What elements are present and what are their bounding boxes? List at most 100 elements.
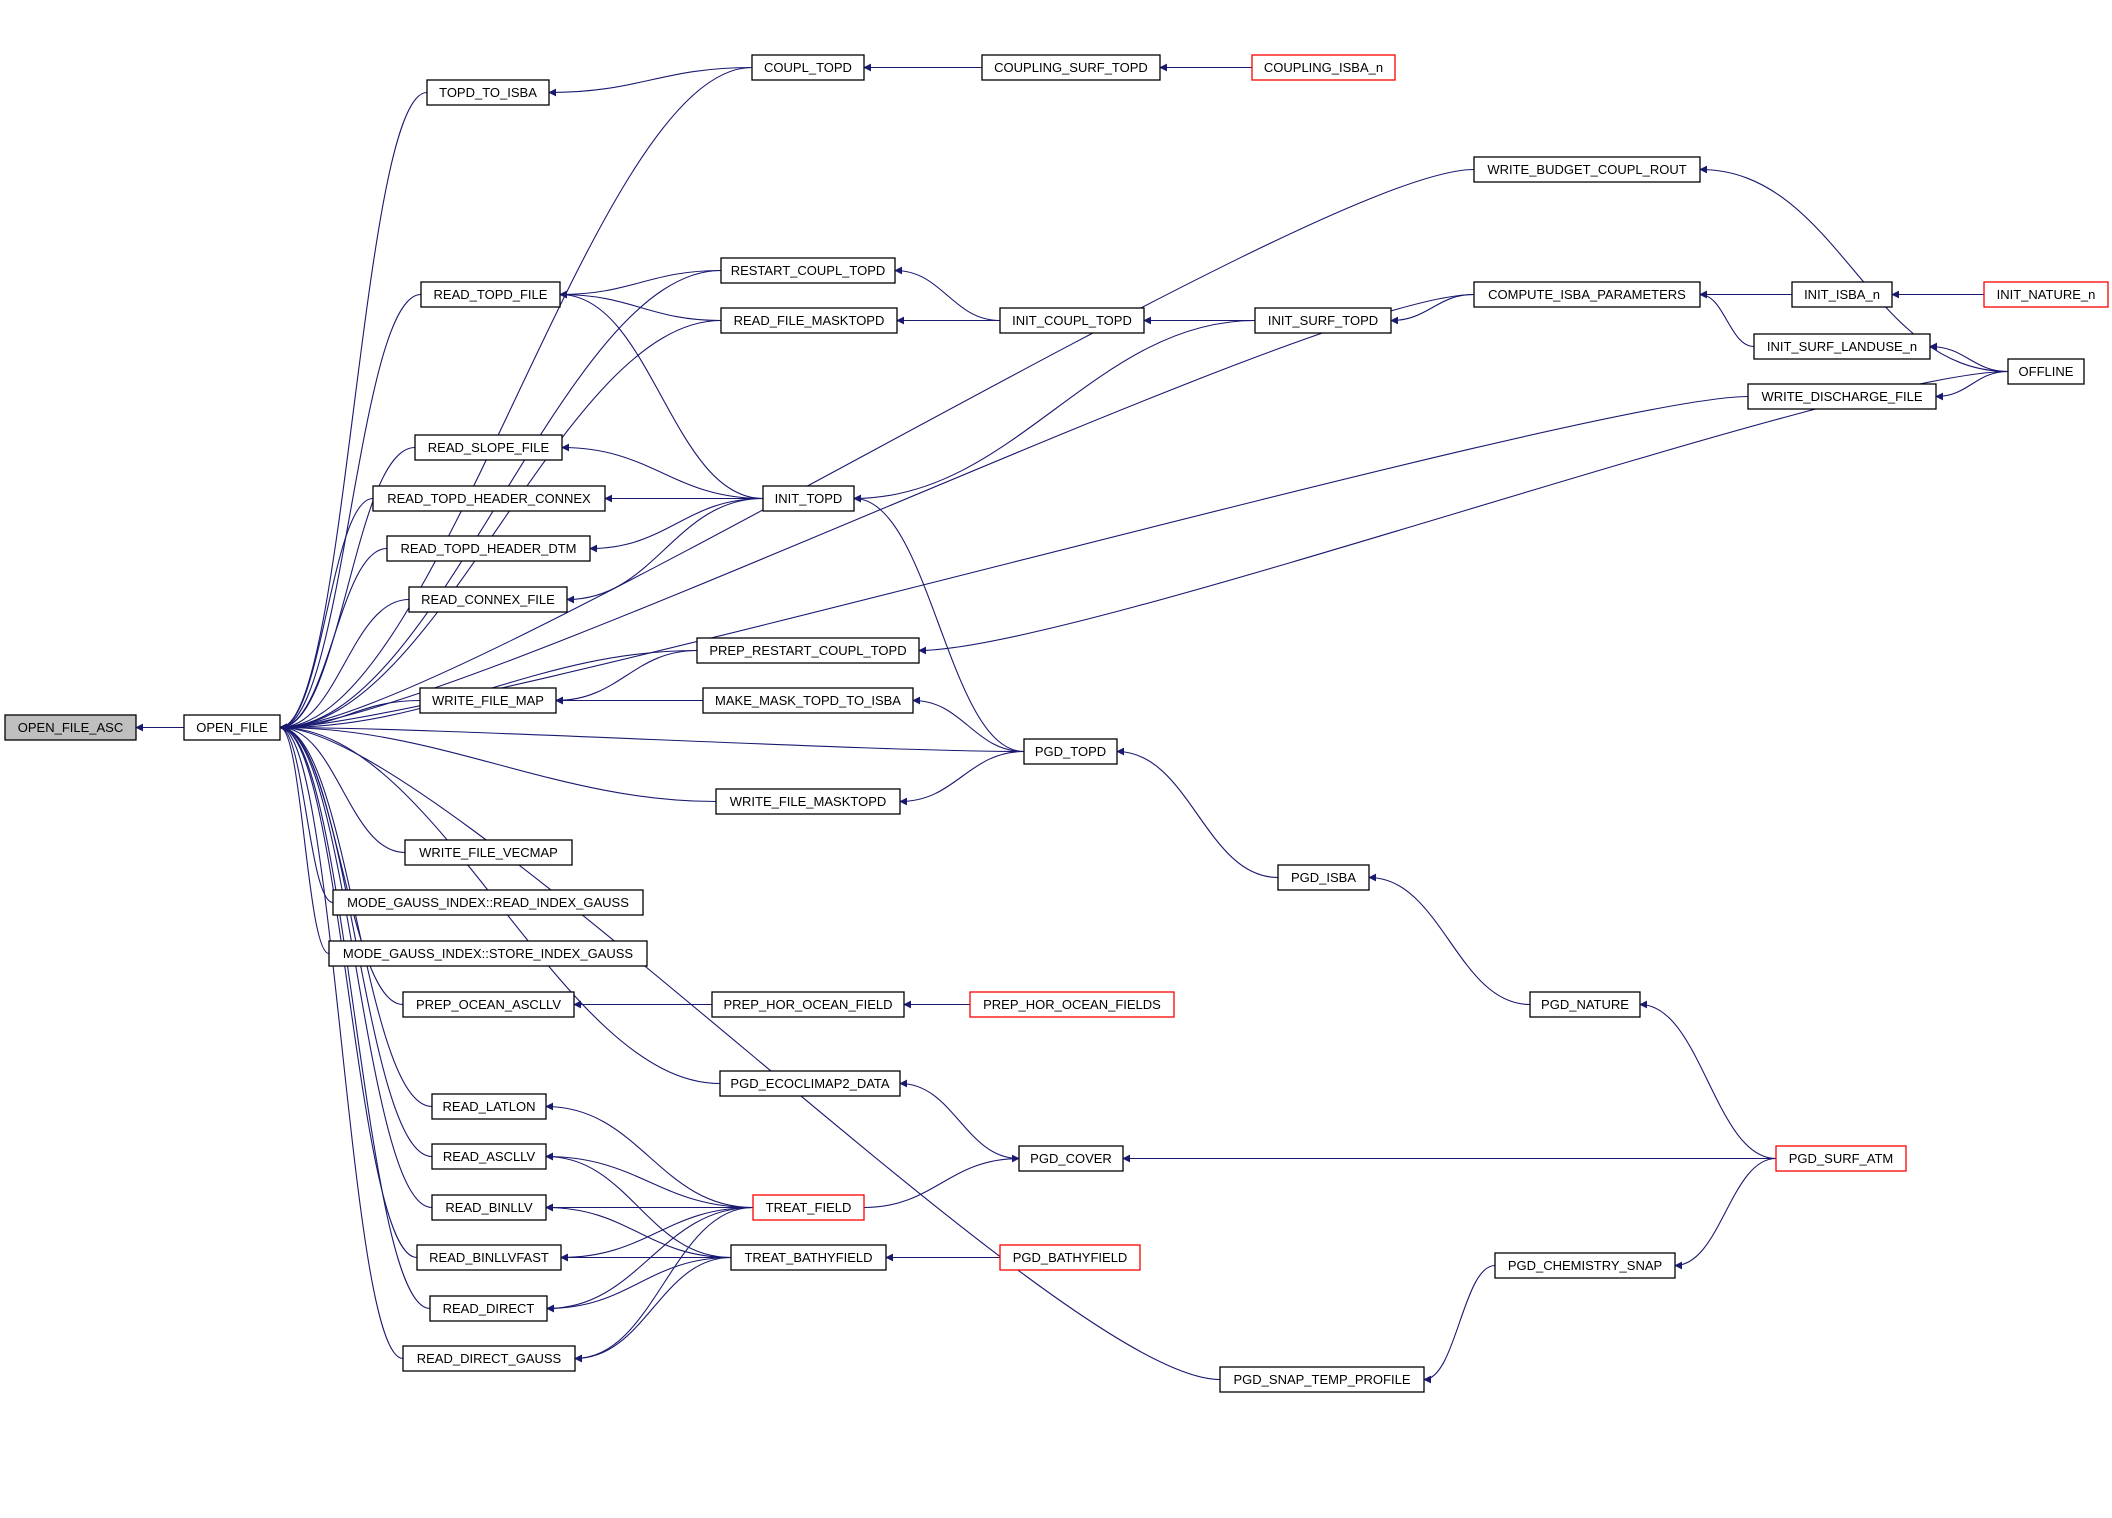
node-prep-hor-ocean-field[interactable]: PREP_HOR_OCEAN_FIELD	[711, 991, 905, 1018]
node-read-index-gauss[interactable]: MODE_GAUSS_INDEX::READ_INDEX_GAUSS	[332, 889, 644, 916]
node-treat-bathyfield[interactable]: TREAT_BATHYFIELD	[730, 1244, 887, 1271]
node-read-direct[interactable]: READ_DIRECT	[429, 1295, 548, 1322]
node-prep-ocean-ascllv[interactable]: PREP_OCEAN_ASCLLV	[402, 991, 575, 1018]
node-open-file-asc[interactable]: OPEN_FILE_ASC	[4, 714, 137, 741]
edge-write-file-masktopd-to-open-file	[279, 723, 717, 803]
node-read-topd-file[interactable]: READ_TOPD_FILE	[420, 281, 561, 308]
node-read-direct-gauss[interactable]: READ_DIRECT_GAUSS	[402, 1345, 576, 1372]
edge-path	[560, 1206, 754, 1262]
edge-init-surf-landuse-n-to-compute-isba-parameters	[1699, 290, 1755, 348]
node-write-file-map[interactable]: WRITE_FILE_MAP	[419, 687, 557, 714]
edge-read-topd-file-to-open-file	[279, 293, 422, 732]
node-label: TREAT_BATHYFIELD	[744, 1250, 872, 1265]
edge-pgd-topd-to-open-file	[279, 723, 1025, 753]
edge-path	[899, 1079, 1020, 1160]
node-box	[1254, 307, 1392, 334]
node-box	[762, 485, 855, 512]
node-prep-restart-coupl-topd[interactable]: PREP_RESTART_COUPL_TOPD	[696, 637, 920, 664]
edge-read-file-masktopd-to-read-topd-file	[559, 290, 722, 322]
node-box	[2007, 358, 2085, 385]
node-read-file-masktopd[interactable]: READ_FILE_MASKTOPD	[720, 307, 898, 334]
node-read-slope-file[interactable]: READ_SLOPE_FILE	[414, 434, 563, 461]
node-coupling-isba-n[interactable]: COUPLING_ISBA_n	[1251, 54, 1396, 81]
node-offline[interactable]: OFFLINE	[2007, 358, 2085, 385]
node-store-index-gauss[interactable]: MODE_GAUSS_INDEX::STORE_INDEX_GAUSS	[328, 940, 648, 967]
node-box	[1251, 54, 1396, 81]
node-make-mask-topd-to-isba[interactable]: MAKE_MASK_TOPD_TO_ISBA	[702, 687, 914, 714]
edge-path	[1699, 165, 2009, 373]
edge-pgd-cover-to-pgd-ecoclimap2-data	[899, 1079, 1020, 1160]
edge-layer	[135, 63, 2009, 1384]
edge-path	[853, 494, 1025, 753]
edge-read-direct-gauss-to-open-file	[279, 723, 404, 1360]
node-write-file-vecmap[interactable]: WRITE_FILE_VECMAP	[404, 839, 573, 866]
node-init-topd[interactable]: INIT_TOPD	[762, 485, 855, 512]
edge-path	[279, 293, 422, 732]
edge-path	[574, 1206, 754, 1363]
node-prep-hor-ocean-fields[interactable]: PREP_HOR_OCEAN_FIELDS	[969, 991, 1175, 1018]
node-read-binllv[interactable]: READ_BINLLV	[431, 1194, 547, 1221]
node-pgd-surf-atm[interactable]: PGD_SURF_ATM	[1775, 1145, 1907, 1172]
node-coupling-surf-topd[interactable]: COUPLING_SURF_TOPD	[981, 54, 1161, 81]
node-open-file[interactable]: OPEN_FILE	[183, 714, 281, 741]
edge-path	[559, 290, 722, 322]
node-read-latlon[interactable]: READ_LATLON	[431, 1093, 547, 1120]
edge-path	[279, 168, 1475, 732]
node-read-ascllv[interactable]: READ_ASCLLV	[431, 1143, 547, 1170]
node-compute-isba-parameters[interactable]: COMPUTE_ISBA_PARAMETERS	[1473, 281, 1701, 308]
edge-treat-field-to-read-direct-gauss	[574, 1206, 754, 1363]
edge-pgd-surf-atm-to-pgd-nature	[1639, 1000, 1777, 1160]
node-box	[1529, 991, 1641, 1018]
edge-read-direct-to-open-file	[279, 723, 431, 1310]
node-write-budget-coupl-rout[interactable]: WRITE_BUDGET_COUPL_ROUT	[1473, 156, 1701, 183]
edge-init-topd-to-read-connex-file	[566, 497, 764, 604]
node-box	[386, 535, 591, 562]
node-treat-field[interactable]: TREAT_FIELD	[752, 1194, 865, 1221]
node-pgd-isba[interactable]: PGD_ISBA	[1277, 864, 1370, 891]
node-read-topd-header-dtm[interactable]: READ_TOPD_HEADER_DTM	[386, 535, 591, 562]
node-write-file-masktopd[interactable]: WRITE_FILE_MASKTOPD	[715, 788, 901, 815]
node-read-topd-header-connex[interactable]: READ_TOPD_HEADER_CONNEX	[372, 485, 606, 512]
node-write-discharge-file[interactable]: WRITE_DISCHARGE_FILE	[1747, 383, 1937, 410]
node-box	[328, 940, 648, 967]
node-coupl-topd[interactable]: COUPL_TOPD	[751, 54, 865, 81]
node-pgd-topd[interactable]: PGD_TOPD	[1023, 738, 1118, 765]
node-init-coupl-topd[interactable]: INIT_COUPL_TOPD	[999, 307, 1145, 334]
node-init-isba-n[interactable]: INIT_ISBA_n	[1791, 281, 1893, 308]
edge-path	[1368, 873, 1531, 1006]
node-label: READ_DIRECT	[443, 1301, 535, 1316]
edge-path	[894, 266, 1001, 322]
edge-read-file-masktopd-to-open-file	[279, 319, 722, 732]
node-pgd-bathyfield[interactable]: PGD_BATHYFIELD	[999, 1244, 1141, 1271]
node-box	[720, 257, 896, 284]
node-pgd-chemistry-snap[interactable]: PGD_CHEMISTRY_SNAP	[1494, 1252, 1676, 1279]
node-label: PGD_CHEMISTRY_SNAP	[1508, 1258, 1662, 1273]
node-pgd-ecoclimap2-data[interactable]: PGD_ECOCLIMAP2_DATA	[719, 1070, 901, 1097]
edge-path	[899, 750, 1025, 806]
node-box	[1494, 1252, 1676, 1279]
edge-path	[279, 723, 431, 1310]
node-topd-to-isba[interactable]: TOPD_TO_ISBA	[426, 79, 550, 106]
node-box	[1277, 864, 1370, 891]
node-box	[183, 714, 281, 741]
node-pgd-nature[interactable]: PGD_NATURE	[1529, 991, 1641, 1018]
node-restart-coupl-topd[interactable]: RESTART_COUPL_TOPD	[720, 257, 896, 284]
node-label: PGD_ISBA	[1291, 870, 1356, 885]
edge-offline-to-prep-restart-coupl-topd	[918, 370, 2009, 655]
edge-pgd-snap-temp-profile-to-open-file	[279, 723, 1221, 1381]
node-read-connex-file[interactable]: READ_CONNEX_FILE	[408, 586, 568, 613]
edge-path	[279, 723, 433, 1108]
node-label: MAKE_MASK_TOPD_TO_ISBA	[715, 693, 901, 708]
node-init-surf-topd[interactable]: INIT_SURF_TOPD	[1254, 307, 1392, 334]
edge-path	[1935, 370, 2009, 401]
edge-path	[279, 723, 406, 854]
node-init-surf-landuse-n[interactable]: INIT_SURF_LANDUSE_n	[1753, 333, 1931, 360]
node-pgd-cover[interactable]: PGD_COVER	[1018, 1145, 1124, 1172]
node-read-binllvfast[interactable]: READ_BINLLVFAST	[416, 1244, 562, 1271]
edge-compute-isba-parameters-to-init-surf-topd	[1390, 293, 1475, 325]
node-pgd-snap-temp-profile[interactable]: PGD_SNAP_TEMP_PROFILE	[1219, 1366, 1425, 1393]
node-label: READ_CONNEX_FILE	[421, 592, 555, 607]
node-init-nature-n[interactable]: INIT_NATURE_n	[1983, 281, 2109, 308]
edge-path	[566, 497, 764, 604]
node-box	[730, 1244, 887, 1271]
